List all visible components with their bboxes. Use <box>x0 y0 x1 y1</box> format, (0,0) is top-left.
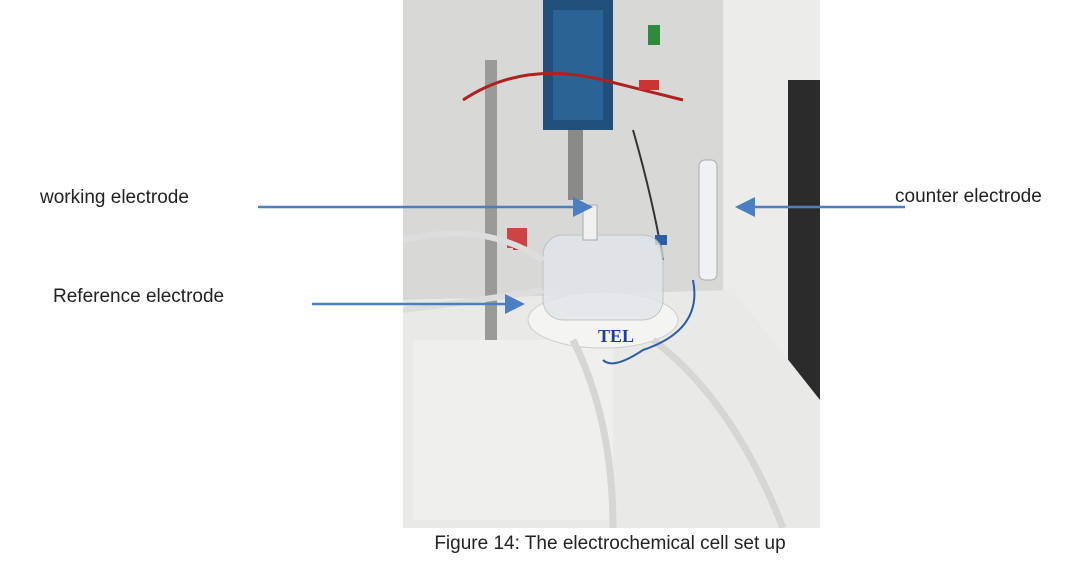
reference-electrode-label: Reference electrode <box>53 286 225 307</box>
counter-electrode-label: counter electrode <box>895 186 1042 207</box>
svg-text:TEL: TEL <box>598 326 634 346</box>
electrochemical-cell-photo: TEL <box>403 0 820 528</box>
working-electrode-label: working electrode <box>40 187 189 208</box>
figure-caption: Figure 14: The electrochemical cell set … <box>434 533 786 554</box>
